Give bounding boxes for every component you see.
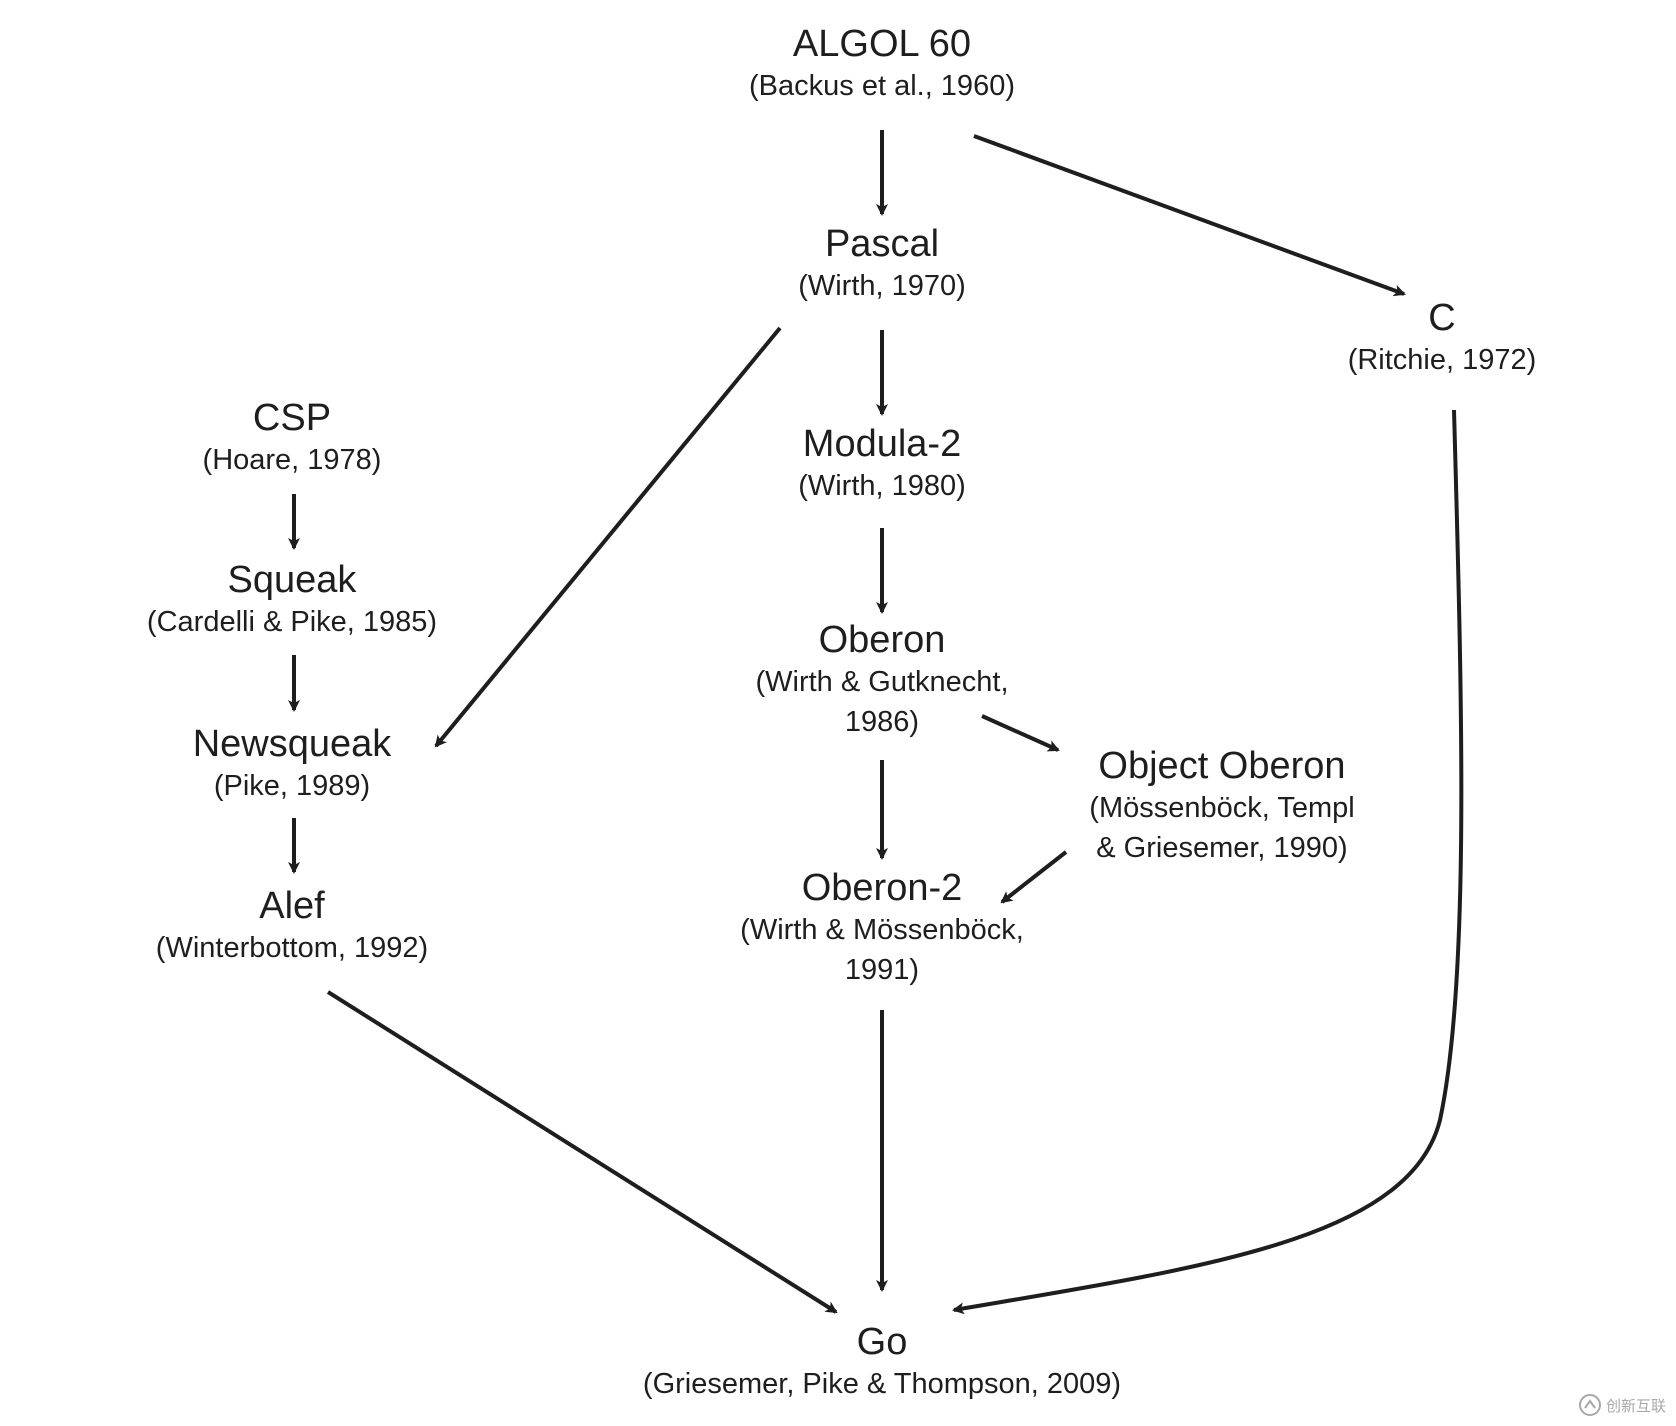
node-title: C — [1428, 297, 1456, 339]
watermark: 创新互联 — [1578, 1386, 1674, 1424]
node-title: Squeak — [227, 559, 357, 601]
node-credit: 1991) — [844, 954, 920, 986]
edge-alef-go — [326, 990, 838, 1314]
node-credit: (Winterbottom, 1992) — [155, 932, 429, 964]
node-credit: (Mössenböck, Templ — [1089, 792, 1355, 824]
node-credit: (Wirth & Mössenböck, — [740, 914, 1024, 946]
node-squeak: Squeak (Cardelli & Pike, 1985) — [147, 558, 437, 642]
node-c: C (Ritchie, 1972) — [1348, 296, 1537, 380]
node-credit: (Wirth, 1980) — [798, 470, 966, 502]
node-credit: (Wirth & Gutknecht, — [755, 666, 1009, 698]
node-oberon2: Oberon-2 (Wirth & Mössenböck, 1991) — [740, 866, 1024, 990]
edge-oberon-object-oberon — [981, 714, 1060, 752]
watermark-logo-icon — [1579, 1394, 1601, 1416]
node-credit: (Wirth, 1970) — [798, 270, 966, 302]
node-credit: & Griesemer, 1990) — [1096, 832, 1348, 864]
node-credit: (Griesemer, Pike & Thompson, 2009) — [642, 1368, 1122, 1400]
node-pascal: Pascal (Wirth, 1970) — [798, 222, 966, 306]
node-go: Go (Griesemer, Pike & Thompson, 2009) — [643, 1320, 1121, 1404]
node-title: CSP — [252, 397, 332, 439]
edge-object-oberon-oberon2 — [1000, 850, 1068, 904]
node-object-oberon: Object Oberon (Mössenböck, Templ & Gries… — [1089, 744, 1354, 868]
node-credit: (Cardelli & Pike, 1985) — [146, 606, 438, 638]
node-credit: 1986) — [844, 706, 920, 738]
node-csp: CSP (Hoare, 1978) — [203, 396, 382, 480]
node-title: Alef — [259, 885, 325, 927]
node-title: Oberon-2 — [801, 867, 963, 909]
watermark-text: 创新互联 — [1606, 1396, 1667, 1415]
edge-pascal-newsqueak — [434, 326, 782, 748]
node-credit: (Ritchie, 1972) — [1347, 344, 1537, 376]
node-title: ALGOL 60 — [792, 23, 972, 65]
node-credit: (Hoare, 1978) — [202, 444, 382, 476]
node-title: Go — [856, 1321, 908, 1363]
node-oberon: Oberon (Wirth & Gutknecht, 1986) — [755, 618, 1008, 742]
node-credit: (Pike, 1989) — [213, 770, 371, 802]
node-newsqueak: Newsqueak (Pike, 1989) — [193, 722, 392, 806]
node-title: Oberon — [818, 619, 946, 661]
node-title: Pascal — [824, 223, 940, 265]
node-algol60: ALGOL 60 (Backus et al., 1960) — [749, 22, 1015, 106]
node-title: Object Oberon — [1098, 745, 1346, 787]
node-alef: Alef (Winterbottom, 1992) — [156, 884, 428, 968]
node-credit: (Backus et al., 1960) — [749, 70, 1015, 102]
node-modula2: Modula-2 (Wirth, 1980) — [798, 422, 966, 506]
edge-algol60-c — [973, 134, 1406, 297]
edge-c-go — [952, 409, 1464, 1315]
node-title: Newsqueak — [192, 723, 392, 765]
node-title: Modula-2 — [802, 423, 962, 465]
